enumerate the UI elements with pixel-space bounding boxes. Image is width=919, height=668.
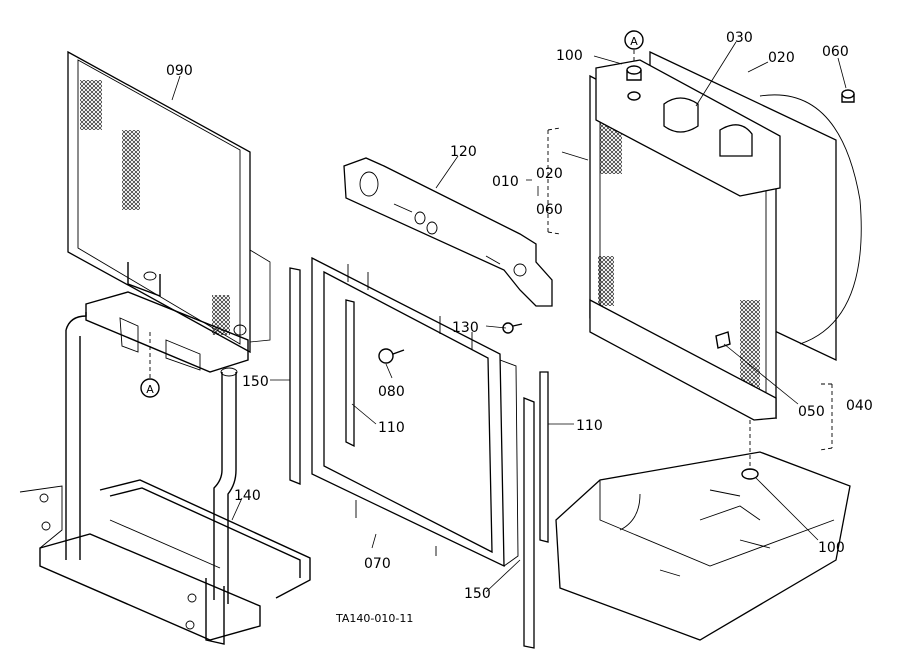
label-030: 030 bbox=[726, 30, 753, 46]
screen-frame bbox=[19, 291, 311, 645]
label-100-top: 100 bbox=[556, 48, 583, 64]
label-020-group: 020 bbox=[536, 166, 563, 182]
label-100-bottom: 100 bbox=[818, 540, 845, 556]
label-060: 060 bbox=[822, 44, 849, 60]
label-080: 080 bbox=[378, 384, 405, 400]
leader-lines bbox=[171, 41, 847, 593]
label-150-left: 150 bbox=[242, 374, 269, 390]
label-090: 090 bbox=[166, 63, 193, 79]
label-130: 130 bbox=[452, 320, 479, 336]
label-110-right: 110 bbox=[576, 418, 603, 434]
radiator-screen bbox=[67, 50, 251, 354]
label-120: 120 bbox=[450, 144, 477, 160]
label-110-left: 110 bbox=[378, 420, 405, 436]
callout-a-bottom-label: A bbox=[146, 383, 154, 396]
callout-a-bottom: A bbox=[140, 378, 160, 398]
label-060-group: 060 bbox=[536, 202, 563, 218]
label-020: 020 bbox=[768, 50, 795, 66]
drawing-id: TA140-010-11 bbox=[335, 612, 413, 625]
label-050: 050 bbox=[798, 404, 825, 420]
part-labels: 090 120 010 020 060 100 030 020 060 130 … bbox=[166, 30, 873, 625]
callout-a-top-label: A bbox=[630, 35, 638, 48]
label-070: 070 bbox=[364, 556, 391, 572]
label-040: 040 bbox=[846, 398, 873, 414]
label-150-right: 150 bbox=[464, 586, 491, 602]
radiator-assembly bbox=[589, 50, 862, 421]
assembly-lines bbox=[149, 50, 833, 470]
label-140: 140 bbox=[234, 488, 261, 504]
radiator-support bbox=[555, 451, 851, 641]
fan-shroud-frame bbox=[311, 256, 519, 568]
callout-a-top: A bbox=[624, 30, 644, 50]
seal-strips bbox=[289, 267, 549, 649]
shroud-plate bbox=[343, 157, 553, 307]
bolts bbox=[378, 322, 523, 364]
label-010: 010 bbox=[492, 174, 519, 190]
